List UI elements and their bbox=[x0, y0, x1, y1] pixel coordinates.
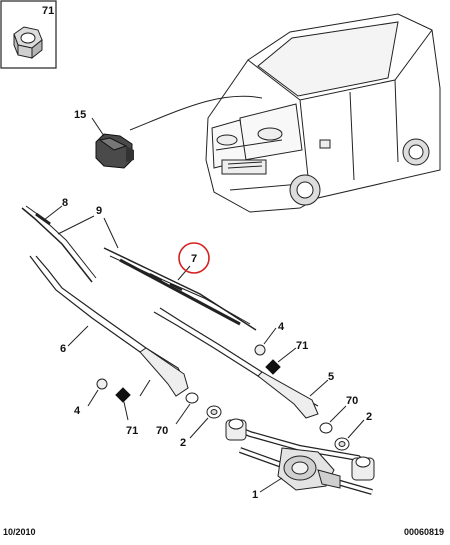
callout-4-bottom: 4 bbox=[74, 405, 81, 417]
footer-reference: 00060819 bbox=[403, 527, 444, 537]
callout-9-leaders bbox=[57, 215, 119, 249]
wiper-motor-linkage bbox=[225, 418, 375, 495]
wiper-blade-center bbox=[103, 242, 257, 331]
footer-date: 10/2010 bbox=[3, 527, 36, 537]
hex-nut-illustration bbox=[13, 26, 43, 60]
callout-70-right: 70 bbox=[346, 395, 358, 407]
inset-label: 71 bbox=[42, 5, 54, 17]
rain-sensor-part bbox=[91, 95, 263, 169]
washer-parts bbox=[175, 392, 365, 451]
callout-8: 8 bbox=[62, 197, 68, 209]
callout-1: 1 bbox=[252, 489, 258, 501]
wiper-arm-left bbox=[29, 255, 189, 397]
callout-2-right: 2 bbox=[366, 411, 372, 423]
callout-4-top: 4 bbox=[278, 321, 285, 333]
callout-9: 9 bbox=[96, 205, 102, 217]
van-illustration bbox=[205, 13, 441, 213]
callout-71-top: 71 bbox=[296, 340, 308, 352]
callout-6: 6 bbox=[60, 343, 66, 355]
wiper-blade-left bbox=[21, 205, 97, 283]
callout-70-left: 70 bbox=[156, 425, 168, 437]
wiper-arm-right bbox=[153, 307, 329, 419]
inset-nut-panel: 71 bbox=[0, 0, 57, 69]
callout-7: 7 bbox=[191, 253, 197, 265]
callout-2-left: 2 bbox=[180, 437, 186, 449]
callout-71-bottom: 71 bbox=[126, 425, 138, 437]
highlight-circle bbox=[178, 242, 210, 274]
cap-and-nut-parts bbox=[87, 327, 297, 421]
callout-5: 5 bbox=[328, 371, 334, 383]
callout-15: 15 bbox=[74, 109, 86, 121]
